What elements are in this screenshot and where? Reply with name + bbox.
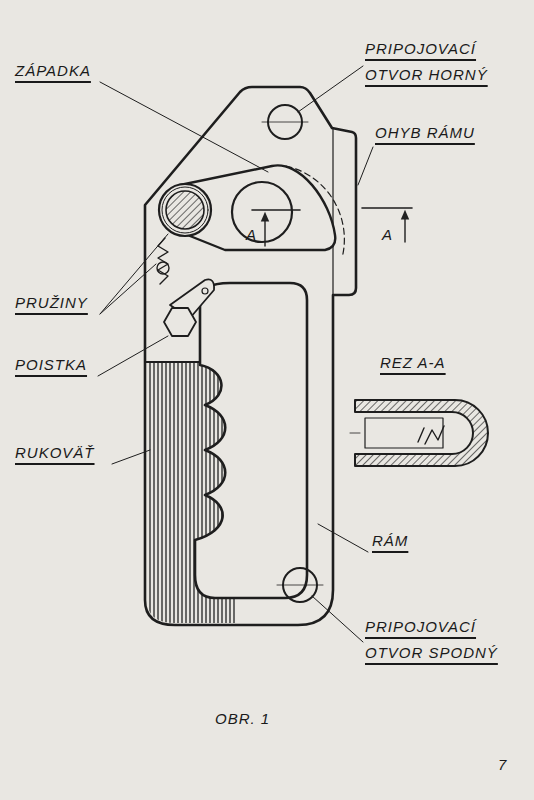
frame: [145, 87, 356, 625]
leader-lines: [98, 66, 373, 642]
page-number: 7: [498, 752, 507, 778]
part-label: ZÁPADKA: [15, 58, 91, 84]
spring: [158, 238, 168, 284]
frame-opening: [195, 283, 307, 598]
part-label: POISTKA: [15, 352, 87, 378]
part-label: PRIPOJOVACÍ OTVOR SPODNÝ: [365, 614, 515, 666]
section-title: REZ A-A: [380, 350, 446, 376]
part-label: RUKOVÄŤ: [15, 440, 95, 466]
figure-caption: OBR. 1: [215, 706, 270, 732]
section-mark: A: [246, 222, 257, 248]
part-label: OHYB RÁMU: [375, 120, 475, 146]
section-aa: [355, 400, 488, 466]
safety-nut: [164, 308, 196, 336]
part-label: RÁM: [372, 528, 408, 554]
part-label: PRIPOJOVACÍ OTVOR HORNÝ: [365, 36, 515, 88]
section-mark: A: [382, 222, 393, 248]
part-label: PRUŽINY: [15, 290, 88, 316]
